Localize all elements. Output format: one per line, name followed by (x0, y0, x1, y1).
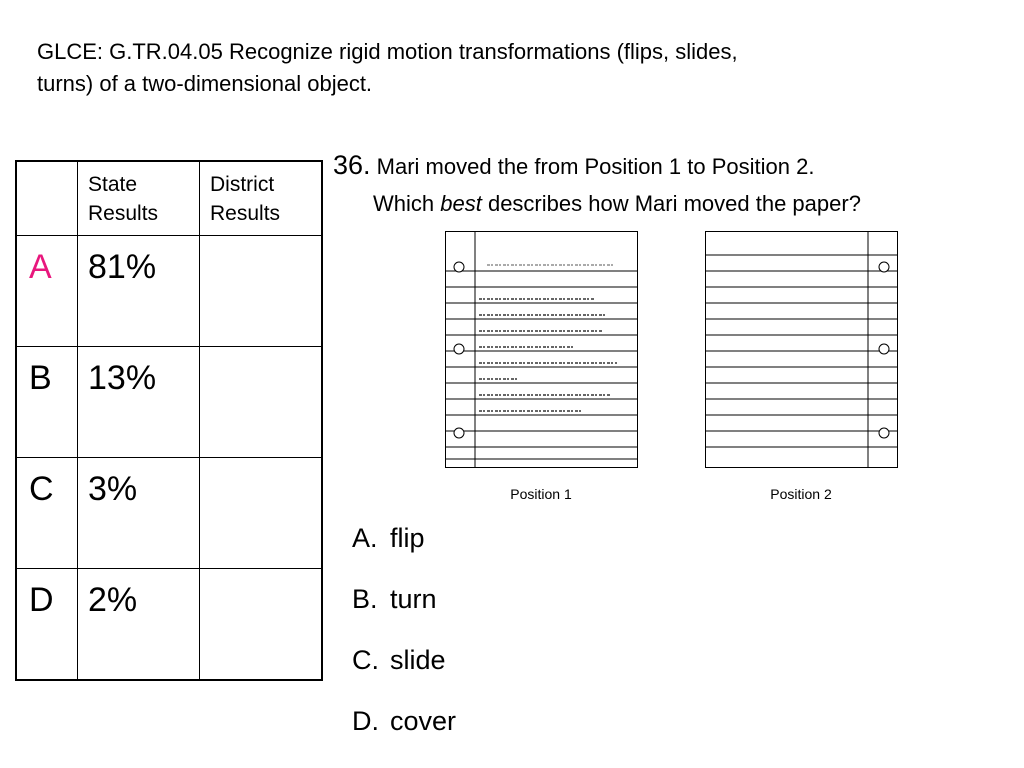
choice-letter: D. (352, 706, 379, 736)
question-number: 36. (333, 150, 371, 180)
hole-icon (878, 261, 890, 439)
choice-a[interactable]: A. flip (352, 508, 456, 569)
position-2-label: Position 2 (770, 486, 832, 502)
row-letter: A (29, 248, 52, 286)
choice-text: turn (390, 584, 437, 614)
row-state-result: 13% (88, 359, 157, 397)
objective-header: GLCE: G.TR.04.05 Recognize rigid motion … (37, 36, 997, 100)
question-text-2-pre: Which (373, 191, 441, 216)
question-line-1: 36. Mari moved the from Position 1 to Po… (333, 147, 1023, 185)
choice-letter: A. (352, 523, 378, 553)
header-state-line2: Results (88, 202, 159, 225)
row-letter: C (29, 470, 54, 508)
row-state-result: 3% (88, 470, 138, 508)
choice-letter: B. (352, 584, 378, 614)
scribble-writing (479, 264, 617, 412)
row-state-result: 2% (88, 581, 138, 619)
choice-c[interactable]: C. slide (352, 630, 456, 691)
choice-d[interactable]: D. cover (352, 691, 456, 752)
table-row: A 81% (15, 235, 323, 347)
question-line-2: Which best describes how Mari moved the … (333, 185, 1023, 222)
objective-line-1: GLCE: G.TR.04.05 Recognize rigid motion … (37, 39, 738, 64)
header-state-line1: State (88, 173, 138, 196)
question-text-2-post: describes how Mari moved the paper? (481, 191, 861, 216)
question-text-1: Mari moved the from Position 1 to Positi… (376, 154, 815, 179)
row-state-result: 81% (88, 248, 157, 286)
row-letter: D (29, 581, 54, 619)
position-1-label: Position 1 (510, 486, 572, 502)
answer-choices: A. flip B. turn C. slide D. cover (352, 508, 456, 752)
position-1-paper (445, 231, 638, 468)
table-row: C 3% (15, 457, 323, 569)
choice-b[interactable]: B. turn (352, 569, 456, 630)
choice-letter: C. (352, 645, 379, 675)
hole-icon (453, 261, 465, 439)
choice-text: slide (390, 645, 446, 675)
header-cell-blank (15, 160, 78, 236)
choice-text: cover (390, 706, 457, 736)
objective-line-2: turns) of a two-dimensional object. (37, 71, 373, 96)
question-emphasis: best (440, 191, 482, 216)
question-36: 36. Mari moved the from Position 1 to Po… (333, 147, 1023, 222)
position-2-paper (705, 231, 898, 468)
header-district-line2: Results (210, 202, 281, 225)
row-letter: B (29, 359, 52, 397)
table-row: D 2% (15, 568, 323, 681)
header-district-line1: District (210, 173, 275, 196)
table-row: B 13% (15, 346, 323, 458)
choice-text: flip (390, 523, 425, 553)
